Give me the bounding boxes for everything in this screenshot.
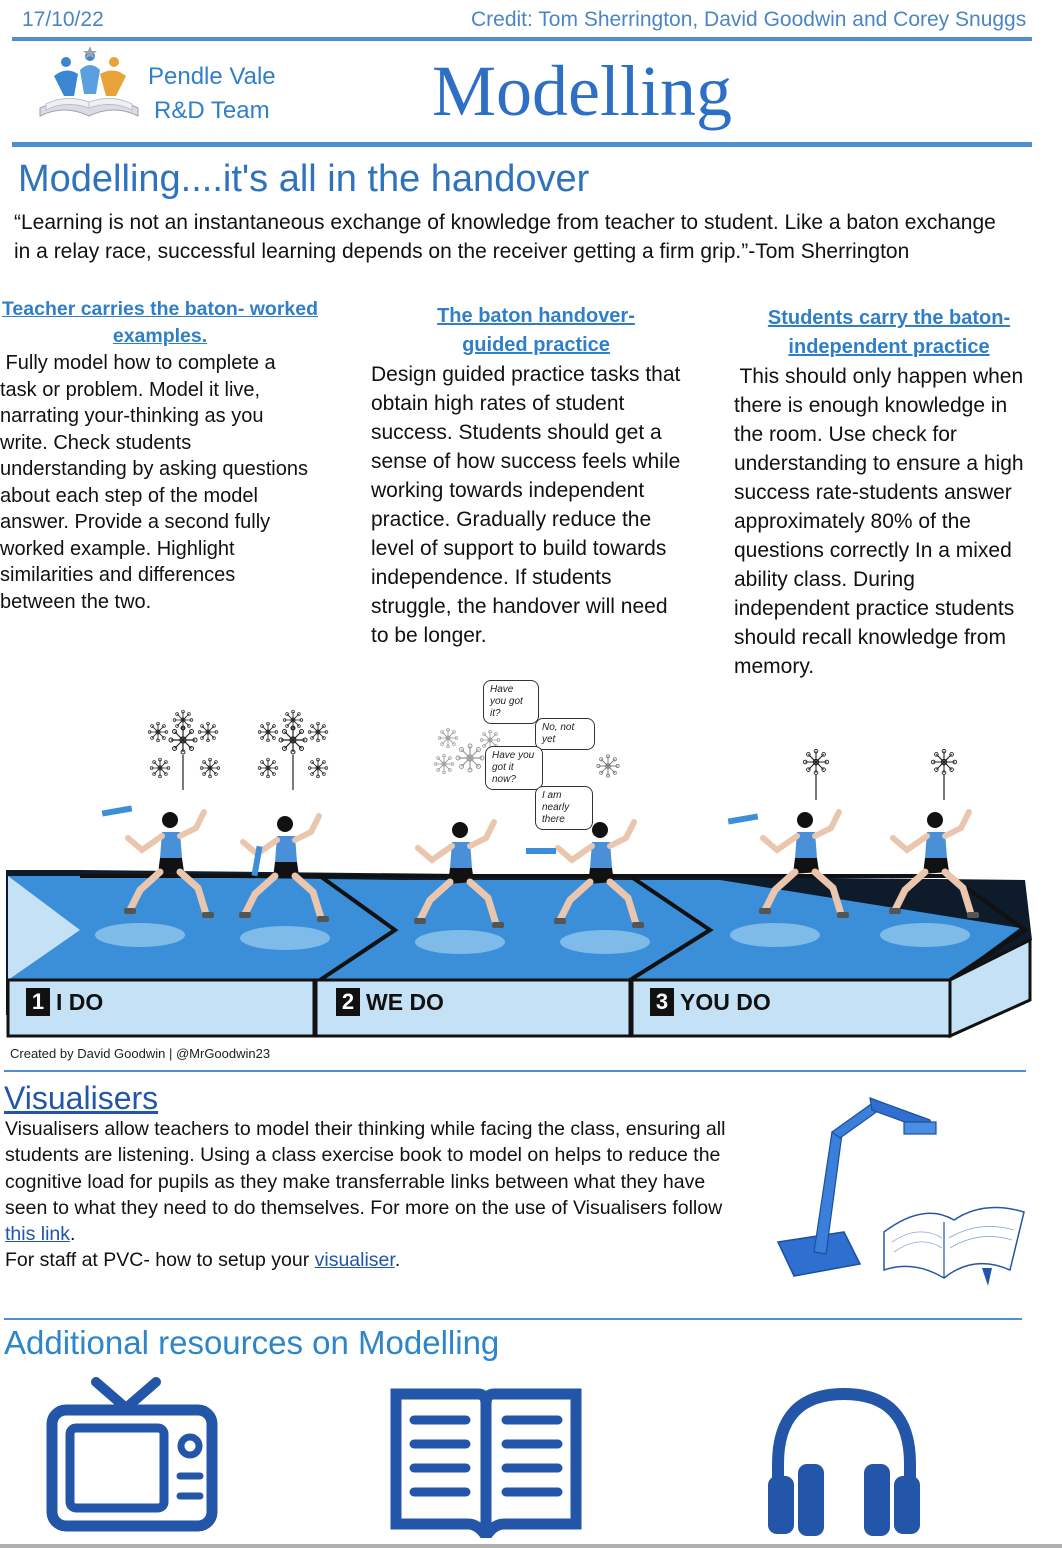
column-body: This should only happen when there is en…: [734, 362, 1054, 681]
body-line: independent practice students: [734, 597, 1015, 620]
tv-icon[interactable]: [46, 1376, 218, 1536]
intro-heading: Modelling....it's all in the handover: [18, 158, 590, 200]
body-line: seen to what they need to do themselves.…: [5, 1196, 723, 1219]
body-line: sense of how success feels while: [371, 450, 681, 473]
body-line: cognitive load for pupils as they make t…: [5, 1170, 706, 1193]
link-suffix: .: [394, 1249, 401, 1272]
stage-label-text: WE DO: [366, 988, 444, 1015]
stage-i-do: 1 I DO: [26, 988, 103, 1016]
body-line: For staff at PVC- how to setup your visu…: [5, 1247, 765, 1273]
speech-bubble: Have you got it?: [483, 680, 539, 724]
body-line: to be longer.: [371, 624, 487, 647]
column-title[interactable]: The baton handover- guided practice: [371, 302, 701, 360]
speech-bubble: No, not yet: [535, 718, 595, 750]
stage-number: 3: [650, 988, 674, 1016]
column-body: Design guided practice tasks that obtain…: [371, 360, 711, 650]
stage-you-do: 3 YOU DO: [650, 988, 771, 1016]
body-line: understanding to ensure a high: [734, 452, 1024, 475]
body-line: write. Check students: [0, 431, 192, 454]
column-we-do: The baton handover- guided practice Desi…: [371, 302, 711, 650]
stage-we-do: 2 WE DO: [336, 988, 444, 1016]
title-line: examples.: [112, 325, 208, 347]
body-line: about each step of the model: [0, 484, 258, 507]
visualisers-heading: Visualisers: [4, 1080, 159, 1116]
column-title[interactable]: Students carry the baton- independent pr…: [734, 304, 1044, 362]
date: 17/10/22: [22, 8, 104, 31]
title-line: Teacher carries the baton- worked: [1, 298, 319, 320]
speech-bubble: I am nearly there: [535, 786, 593, 830]
body-line: memory.: [734, 655, 815, 678]
body-line: Design guided practice tasks that: [371, 363, 681, 386]
body-line: questions correctly In a mixed: [734, 539, 1012, 562]
title-line: independent practice: [788, 336, 990, 358]
body-line: struggle, the handover will need: [371, 595, 668, 618]
body-line: students are listening. Using a class ex…: [5, 1144, 721, 1167]
page-title: Modelling: [432, 51, 732, 131]
team-name: Pendle Vale R&D Team: [146, 60, 276, 128]
headphones-icon[interactable]: [764, 1380, 924, 1540]
body-line: answer. Provide a second fully: [0, 511, 271, 533]
team-name-line1: Pendle Vale: [148, 63, 276, 90]
title-line: The baton handover-: [437, 305, 635, 327]
book-icon[interactable]: [388, 1386, 584, 1548]
body-line: understanding by asking questions: [0, 458, 308, 480]
visualiser-illustration: [774, 1092, 1036, 1288]
body-line: Visualisers allow teachers to model thei…: [5, 1118, 726, 1140]
body-line: approximately 80% of the: [734, 510, 971, 533]
body-line: ability class. During: [734, 568, 915, 591]
body-line: the room. Use check for: [734, 423, 957, 446]
team-name-line2: R&D Team: [154, 97, 270, 124]
relay-diagram: Have you got it? No, not yet Have you go…: [0, 680, 1040, 1070]
body-line: success rate-students answer: [734, 481, 1012, 504]
body-line: working towards independent: [371, 479, 645, 502]
divider-2: [4, 1318, 1022, 1320]
column-title[interactable]: Teacher carries the baton- worked exampl…: [0, 296, 320, 350]
visualiser-link[interactable]: visualiser: [314, 1249, 395, 1272]
visualisers-text: Visualisers allow teachers to model thei…: [5, 1116, 765, 1274]
stage-number: 1: [26, 988, 50, 1016]
body-line: independence. If students: [371, 566, 612, 589]
body-line: worked example. Highlight: [0, 537, 235, 560]
body-line: level of support to build towards: [371, 537, 667, 560]
stage-number: 2: [336, 988, 360, 1016]
body-line: there is enough knowledge in: [734, 394, 1008, 417]
pendle-vale-logo: [34, 46, 144, 122]
title-line: Students carry the baton-: [767, 307, 1011, 329]
header-bottom-rule: [12, 142, 1032, 147]
intro-quote: “Learning is not an instantaneous exchan…: [14, 208, 1054, 266]
this-link[interactable]: this link: [5, 1223, 71, 1246]
body-line: practice. Gradually reduce the: [371, 508, 652, 531]
header-top-rule: [12, 37, 1032, 41]
body-line: This should only happen when: [734, 365, 1024, 388]
link-suffix: .: [70, 1223, 76, 1246]
relay-diagram-graphic: [6, 709, 1032, 1039]
quote-line-1: “Learning is not an instantaneous exchan…: [14, 211, 996, 234]
title-line: guided practice: [462, 334, 610, 356]
stage-label-text: YOU DO: [680, 988, 771, 1015]
divider-1: [4, 1070, 1026, 1072]
column-you-do: Students carry the baton- independent pr…: [734, 304, 1054, 681]
bottom-border: [0, 1544, 1062, 1548]
quote-line-2: in a relay race, successful learning dep…: [14, 240, 910, 263]
column-body: Fully model how to complete a task or pr…: [0, 350, 340, 615]
body-line: similarities and differences: [0, 564, 236, 586]
resources-heading: Additional resources on Modelling: [4, 1324, 500, 1361]
staff-text: For staff at PVC- how to setup your: [5, 1249, 315, 1272]
body-line: between the two.: [0, 590, 152, 613]
stage-label-text: I DO: [56, 988, 104, 1015]
column-i-do: Teacher carries the baton- worked exampl…: [0, 296, 340, 615]
body-line: narrating your-thinking as you: [0, 405, 264, 427]
speech-bubble: Have you got it now?: [485, 746, 543, 790]
body-line: this link.: [5, 1221, 765, 1247]
body-line: obtain high rates of student: [371, 392, 625, 415]
credit-line: Credit: Tom Sherrington, David Goodwin a…: [471, 8, 1027, 31]
body-line: Fully model how to complete a: [0, 352, 276, 374]
body-line: task or problem. Model it live,: [0, 378, 261, 401]
diagram-caption: Created by David Goodwin | @MrGoodwin23: [10, 1046, 271, 1061]
body-line: success. Students should get a: [371, 421, 662, 444]
body-line: should recall knowledge from: [734, 626, 1006, 649]
